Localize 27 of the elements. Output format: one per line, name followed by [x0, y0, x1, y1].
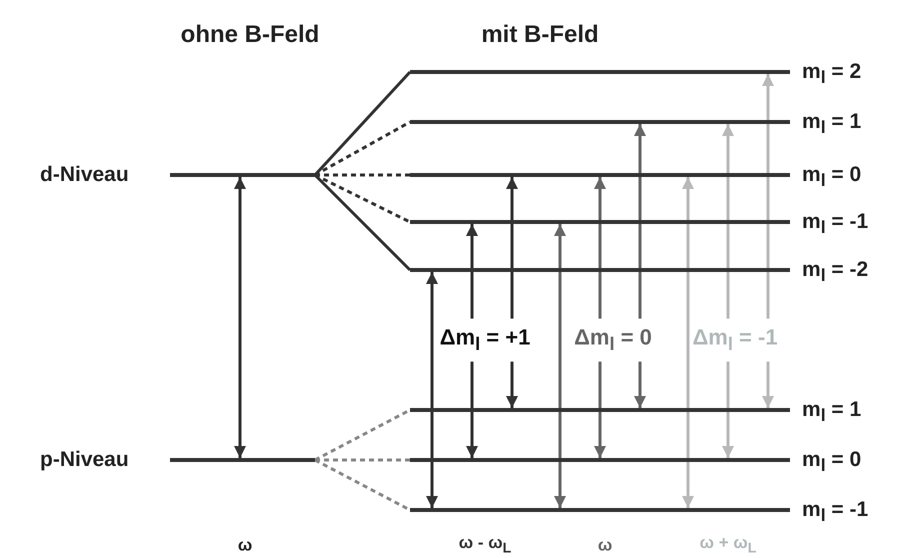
- connector-line: [314, 174, 412, 272]
- level-label: m$_{l}$ = 0: [802, 449, 862, 475]
- level-label: m$_{l}$ = 1: [802, 399, 862, 425]
- frequency-label: ω + ω$_{L}$: [700, 534, 756, 556]
- frequency-label: ω: [598, 536, 612, 554]
- level-label: m$_{l}$ = 2: [802, 61, 862, 87]
- level-label: m$_{l}$ = 1: [802, 111, 862, 137]
- connector-line: [315, 174, 410, 176]
- transition-arrow: [554, 224, 566, 508]
- transition-arrow: [426, 272, 438, 508]
- column-heading: mit B-Feld: [481, 23, 599, 47]
- transition-arrow: [234, 177, 246, 458]
- transition-arrow: [722, 124, 734, 458]
- transition-label: Δm$_{l}$ = -1: [690, 318, 780, 362]
- level-label: m$_{l}$ = 0: [802, 164, 862, 190]
- level-label: p-Niveau: [40, 449, 129, 470]
- level-label: d-Niveau: [40, 164, 129, 185]
- level-label: m$_{l}$ = -1: [802, 211, 868, 237]
- transition-label: Δm$_{l}$ = 0: [572, 318, 654, 362]
- column-heading: ohne B-Feld: [180, 23, 320, 47]
- frequency-label: ω - ω$_{L}$: [458, 534, 512, 556]
- level-label: m$_{l}$ = -2: [802, 259, 868, 285]
- transition-label: Δm$_{l}$ = +1: [438, 318, 532, 362]
- frequency-label: ω: [238, 536, 252, 554]
- level-label: m$_{l}$ = -1: [802, 499, 868, 525]
- connector-line: [315, 458, 410, 462]
- transition-arrow: [682, 177, 694, 508]
